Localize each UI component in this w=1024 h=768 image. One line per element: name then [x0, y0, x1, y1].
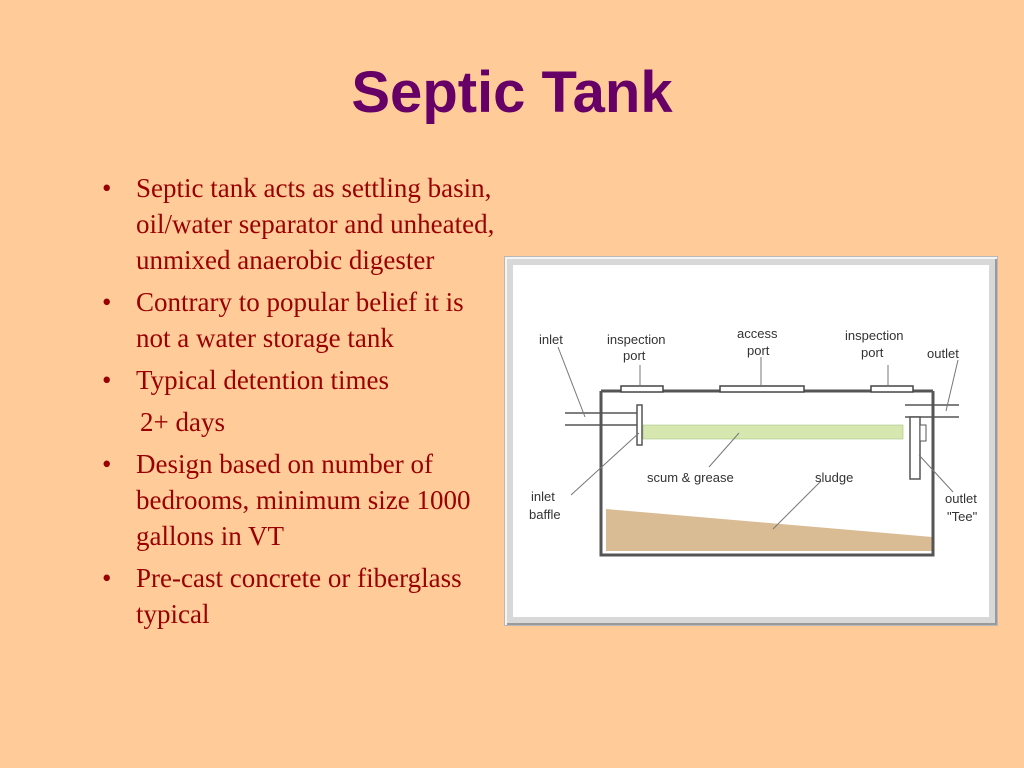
- outlet-tee-cap: [919, 424, 927, 442]
- leader-outlet-tee: [918, 454, 954, 493]
- tank-outline: [599, 410, 935, 557]
- label-inlet: inlet: [539, 332, 563, 347]
- outlet-tee: [909, 416, 921, 480]
- scum-layer: [642, 424, 904, 440]
- label-outlet: outlet: [927, 346, 959, 361]
- bullet-dot: •: [102, 287, 112, 317]
- label-inlet-baffle-2: baffle: [529, 507, 561, 522]
- bullet-dot: •: [102, 365, 112, 395]
- bullet-item: • Septic tank acts as settling basin, oi…: [94, 170, 504, 278]
- bullet-dot: •: [102, 173, 112, 203]
- septic-tank-diagram: inlet inspection port access port inspec…: [529, 326, 978, 557]
- bullet-item: • Typical detention times: [94, 362, 504, 398]
- leader-inlet: [557, 346, 586, 418]
- leader-scum: [708, 432, 740, 468]
- inspection-port-right: [870, 385, 914, 393]
- leader-outlet: [945, 359, 959, 412]
- slide-title: Septic Tank: [351, 60, 673, 125]
- label-outlet-tee-1: outlet: [945, 491, 977, 506]
- label-access-1: access: [737, 326, 778, 341]
- bullet-text: 2+ days: [140, 407, 225, 437]
- inspection-port-left: [620, 385, 664, 393]
- sludge-layer: [606, 509, 932, 551]
- label-inspection-left-1: inspection: [607, 332, 666, 347]
- bullet-text: Septic tank acts as settling basin, oil/…: [136, 173, 495, 275]
- inlet-baffle: [636, 404, 643, 446]
- label-inspection-right-2: port: [861, 345, 884, 360]
- bullet-item: • Contrary to popular belief it is not a…: [94, 284, 504, 356]
- leader-sludge: [772, 480, 822, 530]
- label-access-2: port: [747, 343, 770, 358]
- bullet-item: • Pre-cast concrete or fiberglass typica…: [94, 560, 504, 632]
- bullet-dot: •: [102, 449, 112, 479]
- bullet-text: Pre-cast concrete or fiberglass typical: [136, 563, 462, 629]
- label-inspection-left-2: port: [623, 348, 646, 363]
- diagram-canvas: inlet inspection port access port inspec…: [513, 265, 989, 617]
- bullet-text: Design based on number of bedrooms, mini…: [136, 449, 471, 551]
- label-outlet-tee-2: "Tee": [947, 509, 978, 524]
- access-port: [719, 385, 805, 393]
- label-inlet-baffle-1: inlet: [531, 489, 555, 504]
- bullet-text: Contrary to popular belief it is not a w…: [136, 287, 464, 353]
- septic-tank-figure: inlet inspection port access port inspec…: [504, 256, 998, 626]
- label-sludge: sludge: [815, 470, 853, 485]
- label-scum-grease: scum & grease: [647, 470, 734, 485]
- bullet-item: • Design based on number of bedrooms, mi…: [94, 446, 504, 554]
- bullet-subitem: 2+ days: [94, 404, 504, 440]
- bullet-text: Typical detention times: [136, 365, 390, 395]
- leader-inlet-baffle: [570, 432, 640, 496]
- bullet-dot: •: [102, 563, 112, 593]
- bullet-list: • Septic tank acts as settling basin, oi…: [94, 170, 504, 638]
- label-inspection-right-1: inspection: [845, 328, 904, 343]
